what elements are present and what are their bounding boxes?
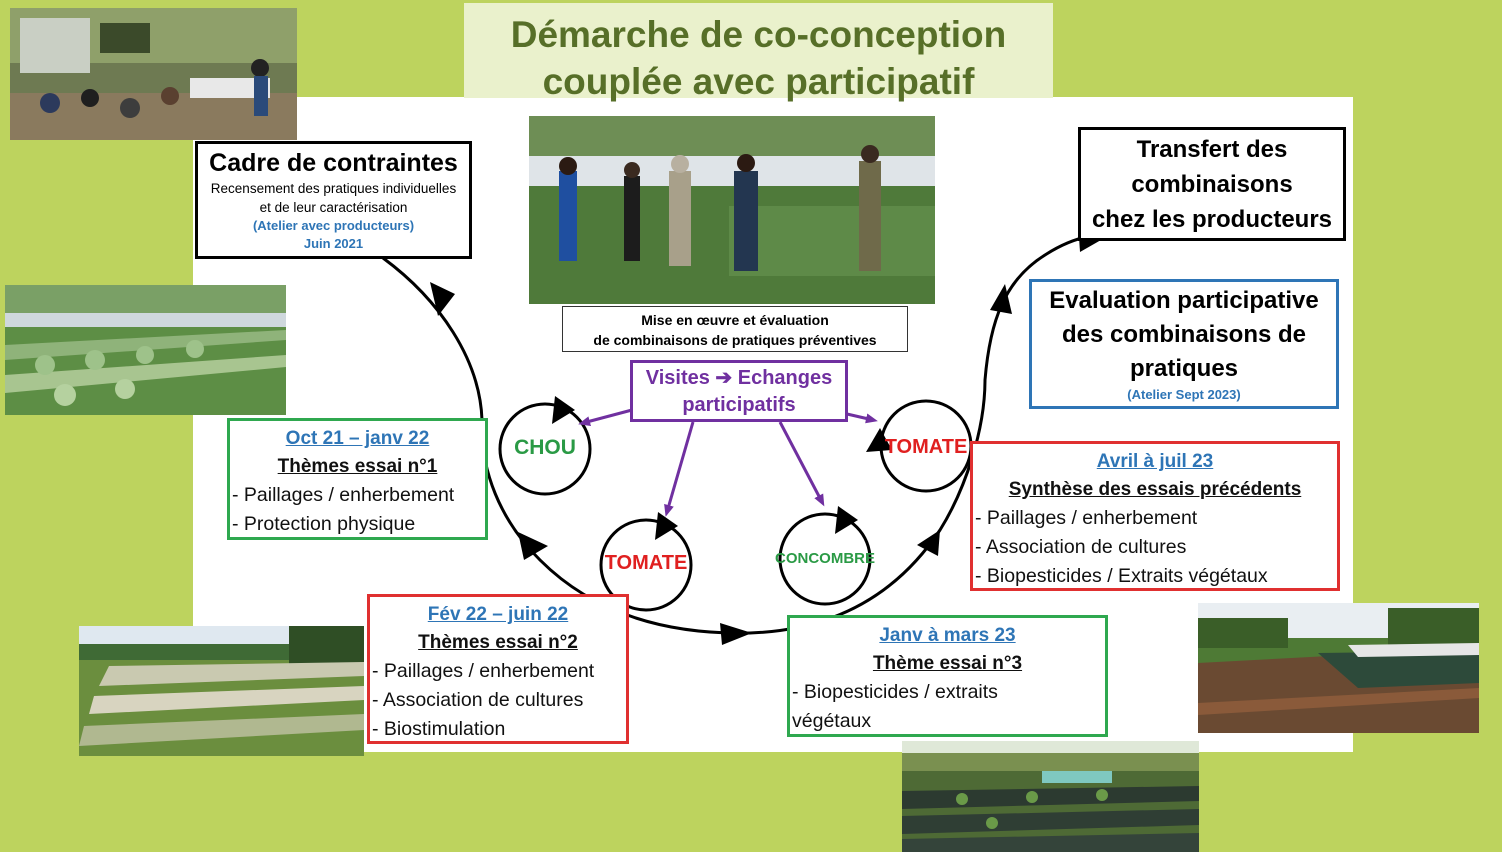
circle-concombre: [778, 512, 872, 606]
title-line-2: couplée avec participatif: [542, 61, 975, 102]
mise-en-oeuvre-caption: Mise en œuvre et évaluation de combinais…: [562, 306, 908, 352]
essai-2-period: Fév 22 – juin 22: [427, 604, 569, 625]
essai-1-item-1: - Paillages / enherbement: [232, 484, 455, 506]
visites-line-2: participatifs: [682, 394, 796, 416]
mise-line-1: Mise en œuvre et évaluation: [641, 312, 829, 328]
essai-1-box: Oct 21 – janv 22 Thèmes essai n°1 - Pail…: [227, 418, 488, 540]
essai-2-item-3: - Biostimulation: [372, 718, 506, 740]
purple-arrow-chou: [578, 408, 633, 427]
label-chou: CHOU: [514, 436, 576, 459]
essai-1-item-2: - Protection physique: [232, 513, 416, 535]
label-concombre: CONCOMBRE: [775, 550, 875, 567]
cadre-heading: Cadre de contraintes: [209, 149, 458, 177]
purple-arrow-tomate-2: [846, 412, 878, 424]
transfert-line-2: combinaisons: [1131, 171, 1293, 198]
photo-cabbage-field: [5, 285, 286, 415]
cadre-contraintes-box: Cadre de contraintes Recensement des pra…: [195, 141, 472, 259]
evaluation-line-1: Evaluation participative: [1049, 287, 1319, 314]
cadre-line-1: Recensement des pratiques individuelles: [210, 181, 457, 196]
synthese-box: Avril à juil 23 Synthèse des essais préc…: [970, 441, 1340, 591]
synthese-theme: Synthèse des essais précédents: [1008, 479, 1302, 500]
transfert-line-1: Transfert des: [1136, 136, 1288, 163]
curve-arrow-3: [720, 623, 752, 645]
essai-1-theme: Thèmes essai n°1: [277, 456, 438, 477]
evaluation-line-2: des combinaisons de: [1061, 321, 1307, 348]
synthese-item-1: - Paillages / enherbement: [975, 507, 1198, 529]
curve-arrow-5: [990, 284, 1012, 314]
essai-2-item-2: - Association de cultures: [372, 689, 584, 711]
photo-workshop: [10, 8, 297, 140]
circle-tomate-1: [599, 518, 693, 612]
essai-1-period: Oct 21 – janv 22: [285, 428, 430, 449]
label-tomate-2: TOMATE: [884, 436, 968, 458]
transfert-line-3: chez les producteurs: [1091, 206, 1333, 233]
essai-3-item-1: - Biopesticides / extraits: [792, 681, 998, 703]
curve-arrow-1: [430, 282, 455, 316]
curve-arrow-2: [518, 532, 548, 560]
essai-3-period: Janv à mars 23: [879, 625, 1016, 646]
cadre-date: Juin 2021: [303, 236, 364, 251]
page-title: Démarche de co-conception couplée avec p…: [464, 3, 1053, 102]
visites-line-1: Visites ➔ Echanges: [645, 367, 833, 389]
synthese-period: Avril à juil 23: [1096, 451, 1214, 472]
circle-chou: [498, 402, 592, 496]
synthese-item-3: - Biopesticides / Extraits végétaux: [975, 565, 1268, 587]
photo-field-visit: [529, 116, 935, 304]
synthese-item-2: - Association de cultures: [975, 536, 1187, 558]
cadre-line-2: et de leur caractérisation: [259, 200, 408, 215]
essai-3-box: Janv à mars 23 Thème essai n°3 - Biopest…: [787, 615, 1108, 737]
photo-cucumber-plots: [902, 741, 1199, 852]
evaluation-atelier: (Atelier Sept 2023): [1127, 387, 1241, 402]
evaluation-line-3: pratiques: [1129, 355, 1239, 382]
visites-box: Visites ➔ Echanges participatifs: [630, 360, 848, 422]
purple-arrow-tomate: [664, 421, 695, 517]
photo-mulched-plots: [1198, 603, 1479, 733]
cadre-atelier: (Atelier avec producteurs): [252, 218, 415, 233]
title-line-1: Démarche de co-conception: [510, 14, 1007, 55]
purple-arrow-concombre: [778, 421, 825, 507]
evaluation-box: Evaluation participative des combinaison…: [1029, 279, 1339, 409]
essai-2-theme: Thèmes essai n°2: [418, 632, 578, 653]
photo-trial-field: [79, 626, 364, 756]
mise-line-2: de combinaisons de pratiques préventives: [593, 332, 877, 348]
label-tomate-1: TOMATE: [604, 552, 688, 574]
essai-3-item-2: végétaux: [792, 710, 872, 732]
essai-3-theme: Thème essai n°3: [872, 653, 1023, 674]
curve-arrow-4: [917, 530, 940, 556]
essai-2-item-1: - Paillages / enherbement: [372, 660, 595, 682]
transfert-box: Transfert des combinaisons chez les prod…: [1078, 127, 1346, 241]
essai-2-box: Fév 22 – juin 22 Thèmes essai n°2 - Pail…: [367, 594, 629, 744]
